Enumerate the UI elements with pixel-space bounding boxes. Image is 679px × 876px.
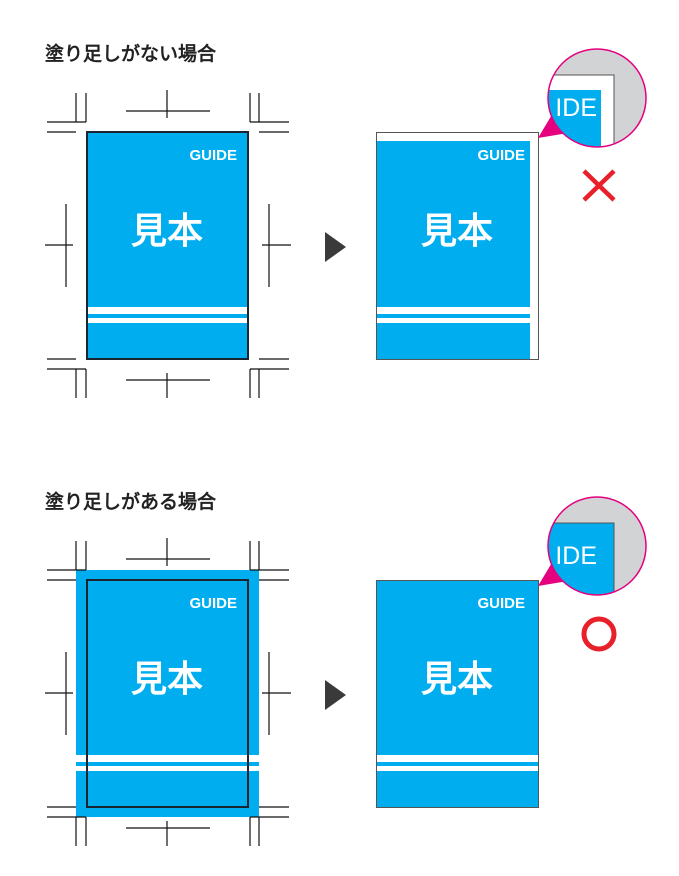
arrow-right-icon: [325, 232, 346, 262]
section-with-bleed: 塗り足しがある場合 GUIDE 見本 GUIDE 見本 IDE: [44, 490, 647, 847]
zoom-text: IDE: [555, 94, 597, 122]
mihon-label: 見本: [421, 211, 493, 252]
trimmed-result: GUIDE 見本: [376, 580, 539, 808]
print-layout: GUIDE 見本: [86, 131, 249, 360]
section-title: 塗り足しがない場合: [45, 42, 217, 65]
guide-label: GUIDE: [189, 147, 237, 164]
mihon-label: 見本: [421, 659, 493, 700]
section-no-bleed: 塗り足しがない場合 GUIDE 見本 GUIDE 見本 IDE: [44, 42, 647, 399]
mihon-label: 見本: [131, 211, 203, 252]
guide-label: GUIDE: [477, 147, 525, 164]
print-layout: GUIDE 見本: [76, 570, 259, 817]
zoom-text: IDE: [555, 542, 597, 570]
trimmed-result: GUIDE 見本: [376, 132, 539, 360]
magnifier: IDE: [538, 48, 647, 148]
cross-icon: [582, 169, 616, 202]
arrow-right-icon: [325, 680, 346, 710]
section-title: 塗り足しがある場合: [45, 490, 217, 513]
guide-label: GUIDE: [189, 595, 237, 612]
magnifier: IDE: [538, 496, 647, 596]
mihon-label: 見本: [131, 659, 203, 700]
circle-icon: [581, 616, 617, 652]
guide-label: GUIDE: [477, 595, 525, 612]
